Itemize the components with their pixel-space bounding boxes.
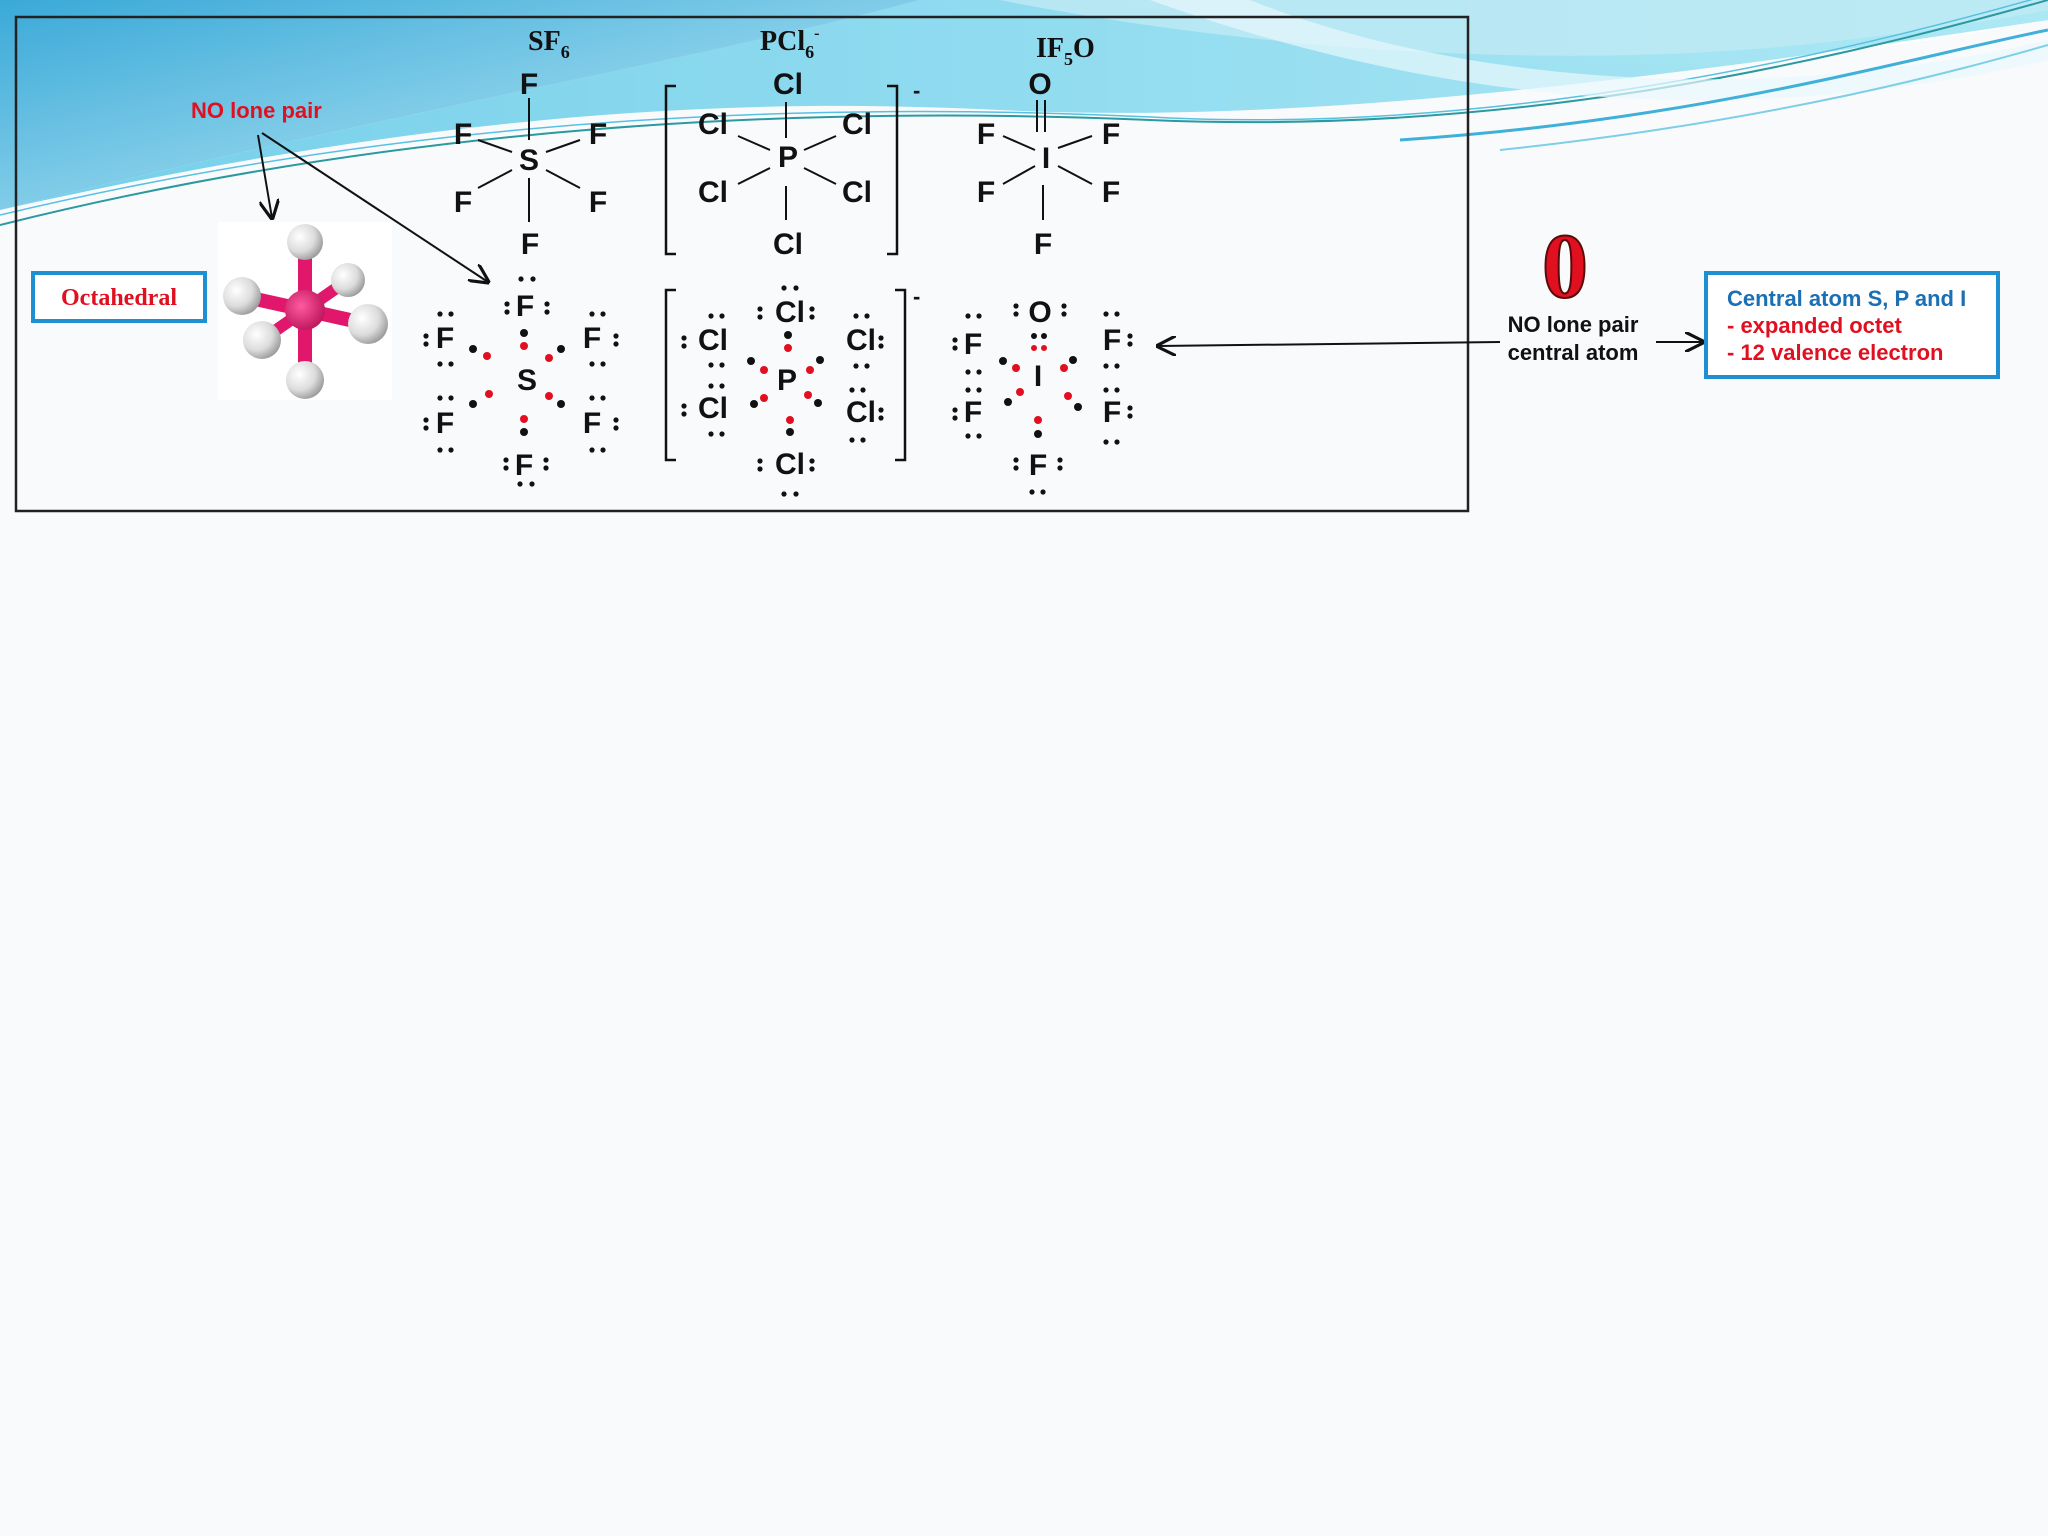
svg-text:F: F	[521, 228, 539, 261]
if5o-lewis: O F F I F F F	[952, 296, 1133, 495]
svg-text:F: F	[1034, 228, 1052, 261]
svg-text:Cl: Cl	[842, 176, 872, 209]
no-lone-pair-label: NO lone pair	[191, 98, 322, 123]
svg-text:F: F	[454, 118, 472, 151]
svg-text:F: F	[583, 407, 601, 440]
arrow-to-sf6	[261, 132, 488, 282]
svg-text:F: F	[1102, 176, 1120, 209]
octahedral-box	[31, 271, 207, 323]
sf6-structure: F S F F F F F	[454, 68, 607, 261]
svg-text:Cl: Cl	[698, 108, 728, 141]
info-box-line1: Central atom S, P and I	[1727, 286, 1966, 311]
svg-text:Cl: Cl	[775, 296, 805, 329]
svg-text:F: F	[583, 322, 601, 355]
svg-text:Cl: Cl	[773, 68, 803, 101]
central-note-line2: central atom	[1508, 340, 1639, 365]
svg-text:F: F	[454, 186, 472, 219]
svg-text:I: I	[1042, 142, 1050, 175]
svg-text:Cl: Cl	[846, 324, 876, 357]
svg-text:Cl: Cl	[698, 324, 728, 357]
svg-text:Cl: Cl	[842, 108, 872, 141]
svg-text:Cl: Cl	[698, 392, 728, 425]
info-box-line2: - expanded octet	[1727, 313, 1902, 338]
svg-text:F: F	[1103, 324, 1121, 357]
zero-lone-pair-count: 0	[1542, 215, 1588, 317]
svg-text:F: F	[964, 396, 982, 429]
info-box-line3: - 12 valence electron	[1727, 340, 1943, 365]
svg-text:Cl: Cl	[698, 176, 728, 209]
arrow-to-if5o	[1158, 342, 1501, 346]
info-box	[1704, 271, 2000, 379]
svg-text:Cl: Cl	[846, 396, 876, 429]
svg-text:P: P	[778, 141, 798, 174]
svg-text:O: O	[1028, 68, 1051, 101]
formula-pcl6: PCl6-	[760, 25, 819, 62]
svg-text:O: O	[1028, 296, 1051, 329]
svg-text:Cl: Cl	[773, 228, 803, 261]
svg-text:F: F	[589, 118, 607, 151]
svg-text:P: P	[777, 364, 797, 397]
svg-text:F: F	[516, 290, 534, 323]
svg-text:F: F	[1029, 449, 1047, 482]
svg-text:F: F	[1102, 118, 1120, 151]
octahedral-label: Octahedral	[61, 285, 177, 311]
svg-text:S: S	[517, 364, 537, 397]
svg-text:F: F	[515, 449, 533, 482]
sf6-lewis: F F F S F F F	[423, 276, 619, 487]
central-note-line1: NO lone pair	[1508, 312, 1639, 337]
svg-text:-: -	[913, 284, 920, 309]
content-frame	[14, 15, 1470, 513]
svg-text:Cl: Cl	[775, 448, 805, 481]
svg-text:F: F	[589, 186, 607, 219]
pcl6-lewis: - Cl Cl Cl P Cl Cl Cl	[664, 284, 920, 497]
octahedral-model	[218, 222, 392, 400]
svg-text:F: F	[436, 407, 454, 440]
svg-text:F: F	[1103, 396, 1121, 429]
svg-text:I: I	[1034, 360, 1042, 393]
svg-text:F: F	[977, 176, 995, 209]
arrow-to-model	[257, 134, 272, 218]
if5o-structure: O I F F F F F	[977, 68, 1120, 261]
svg-text:-: -	[913, 78, 920, 103]
svg-text:F: F	[520, 68, 538, 101]
svg-text:F: F	[964, 328, 982, 361]
pcl6-structure: - Cl P Cl Cl Cl Cl Cl	[664, 68, 920, 261]
svg-text:S: S	[519, 144, 539, 177]
background-wave	[0, 0, 2048, 226]
svg-text:F: F	[436, 322, 454, 355]
formula-if5o: IF5O	[1036, 33, 1095, 69]
svg-text:F: F	[977, 118, 995, 151]
formula-sf6: SF6	[528, 26, 570, 62]
